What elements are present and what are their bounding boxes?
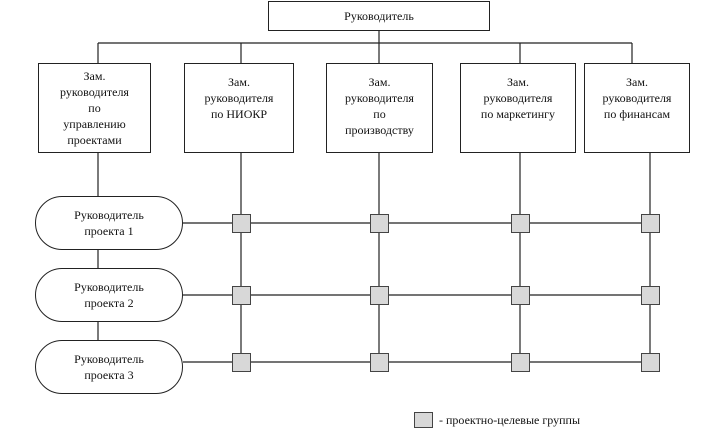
legend-swatch — [414, 412, 433, 428]
deputy-line: руководителя — [204, 91, 274, 105]
target-group-cell — [641, 286, 660, 305]
target-group-cell — [232, 353, 251, 372]
deputy-project-management: Зам. руководителя по управлению проектам… — [38, 63, 151, 153]
deputy-line: Зам. — [83, 69, 106, 83]
deputy-finance: Зам. руководителя по финансам — [584, 63, 690, 153]
deputy-line: руководителя — [345, 91, 414, 105]
deputy-line: по НИОКР — [210, 107, 268, 121]
target-group-cell — [511, 286, 530, 305]
target-group-cell — [370, 353, 389, 372]
pm-line: Руководитель — [74, 280, 144, 294]
legend: - проектно-целевые группы — [414, 412, 580, 428]
pm-line: проекта 1 — [84, 224, 134, 238]
deputy-line: руководителя — [483, 91, 553, 105]
deputy-line: по — [88, 101, 101, 115]
pm-line: Руководитель — [74, 208, 144, 222]
project-manager-3: Руководитель проекта 3 — [35, 340, 183, 394]
deputy-line: проектами — [67, 133, 122, 147]
project-manager-1: Руководитель проекта 1 — [35, 196, 183, 250]
target-group-cell — [232, 214, 251, 233]
target-group-cell — [370, 286, 389, 305]
target-group-cell — [370, 214, 389, 233]
deputy-line: Зам. — [228, 75, 250, 89]
deputy-marketing: Зам. руководителя по маркетингу — [460, 63, 576, 153]
deputy-line: управлению — [63, 117, 126, 131]
project-manager-2: Руководитель проекта 2 — [35, 268, 183, 322]
pm-line: проекта 3 — [84, 368, 134, 382]
deputy-production: Зам. руководителя по производству — [326, 63, 433, 153]
deputy-line: производству — [345, 123, 414, 137]
target-group-cell — [641, 353, 660, 372]
pm-line: проекта 2 — [84, 296, 134, 310]
target-group-cell — [511, 214, 530, 233]
deputy-line: Зам. — [626, 75, 648, 89]
deputy-line: по — [373, 107, 386, 121]
deputy-line: Зам. — [507, 75, 529, 89]
deputy-rnd: Зам. руководителя по НИОКР — [184, 63, 294, 153]
deputy-line: по финансам — [603, 107, 671, 121]
target-group-cell — [511, 353, 530, 372]
legend-label: - проектно-целевые группы — [439, 412, 581, 427]
deputy-line: по маркетингу — [480, 107, 556, 121]
target-group-cell — [232, 286, 251, 305]
director-box: Руководитель — [268, 1, 490, 31]
deputy-line: Зам. — [368, 75, 391, 89]
pm-line: Руководитель — [74, 352, 144, 366]
director-label: Руководитель — [344, 9, 414, 23]
target-group-cell — [641, 214, 660, 233]
deputy-line: руководителя — [60, 85, 129, 99]
deputy-line: руководителя — [602, 91, 672, 105]
